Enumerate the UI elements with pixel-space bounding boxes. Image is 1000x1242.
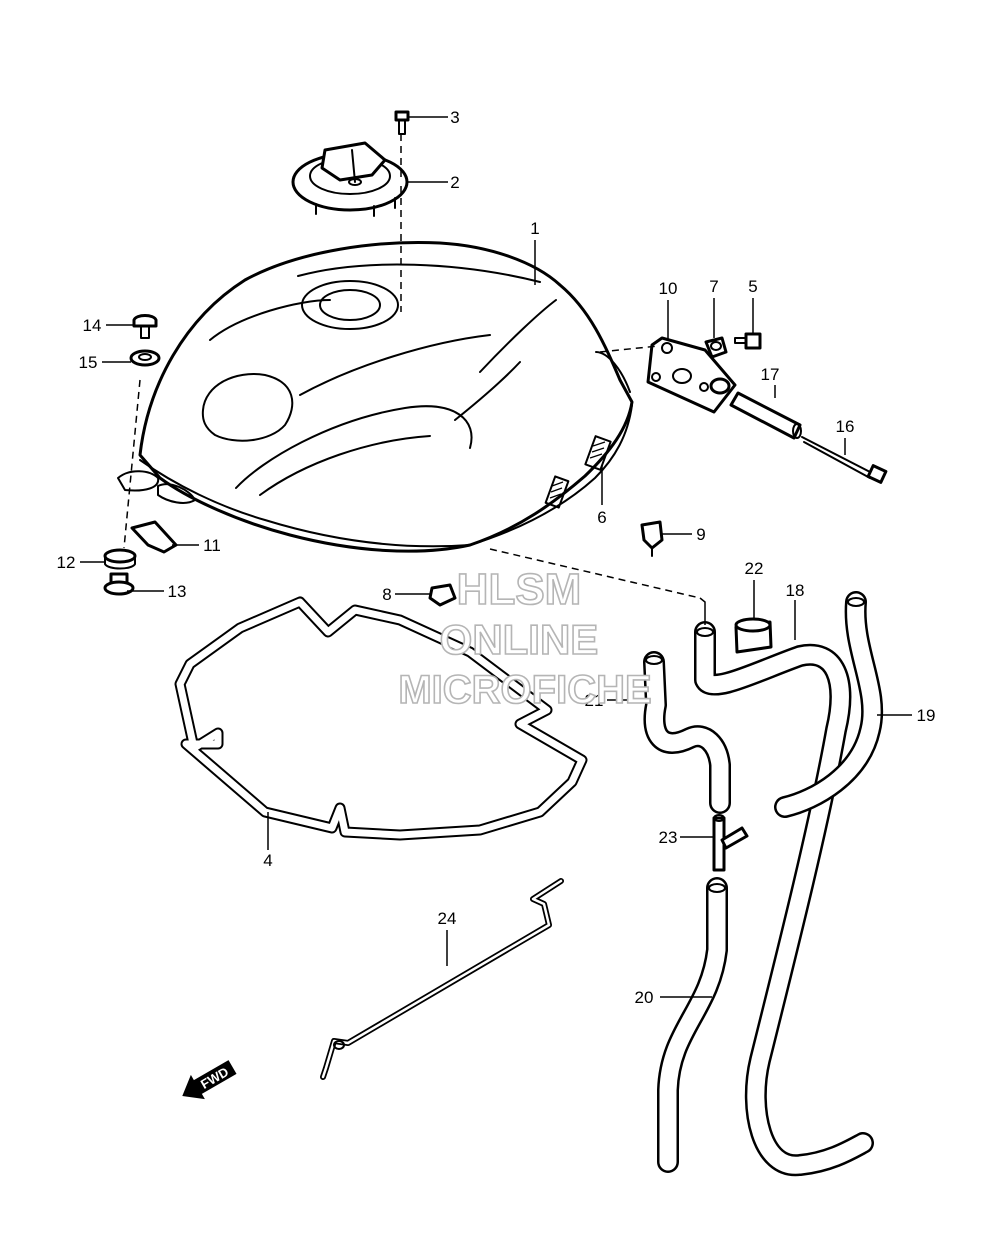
callout-20: 20 <box>635 988 654 1007</box>
cap-bolt <box>394 110 410 135</box>
callout-2: 2 <box>450 173 459 192</box>
hose-19 <box>774 591 884 818</box>
collar-13 <box>103 572 135 596</box>
callout-3: 3 <box>450 108 459 127</box>
bolt-14 <box>132 314 158 339</box>
rubber-cushion <box>704 336 728 359</box>
callout-9: 9 <box>696 525 705 544</box>
callout-6: 6 <box>597 508 606 527</box>
callout-7: 7 <box>709 277 718 296</box>
callout-19: 19 <box>917 706 936 725</box>
callout-13: 13 <box>168 582 187 601</box>
fuel-cap <box>291 141 409 217</box>
bracket-11 <box>130 520 178 554</box>
callout-23: 23 <box>659 828 678 847</box>
callout-5: 5 <box>748 277 757 296</box>
mounting-bracket <box>646 336 737 414</box>
collar <box>729 391 802 440</box>
fuel-tank <box>117 241 634 553</box>
watermark: HLSM ONLINE MICROFICHE <box>398 564 653 713</box>
hose-connect-line <box>699 597 706 625</box>
long-bolt <box>801 436 888 484</box>
cushion-12 <box>103 548 137 570</box>
leader-lines <box>80 116 912 998</box>
callout-4: 4 <box>263 851 272 870</box>
callout-8: 8 <box>382 585 391 604</box>
clamp-8 <box>428 583 457 607</box>
bolt-5 <box>734 332 762 350</box>
callout-1: 1 <box>530 219 539 238</box>
callout-14: 14 <box>83 316 102 335</box>
alignment-line-left <box>123 379 141 549</box>
callout-15: 15 <box>79 353 98 372</box>
callout-10: 10 <box>659 279 678 298</box>
watermark-line-2: ONLINE <box>440 616 599 663</box>
callout-17: 17 <box>761 365 780 384</box>
callout-12: 12 <box>57 553 76 572</box>
t-joint-23 <box>712 814 749 872</box>
callout-18: 18 <box>786 581 805 600</box>
callout-16: 16 <box>836 417 855 436</box>
callout-24: 24 <box>438 909 457 928</box>
watermark-line-1: HLSM <box>457 565 582 614</box>
hose-18 <box>694 621 874 1177</box>
hose-21 <box>643 651 731 814</box>
rod-24 <box>320 878 564 1080</box>
tank-gasket <box>174 596 588 841</box>
hose-20 <box>657 877 728 1173</box>
watermark-line-3: MICROFICHE <box>398 668 651 712</box>
callout-11: 11 <box>203 536 221 555</box>
callout-22: 22 <box>745 559 764 578</box>
washer-15 <box>129 349 161 367</box>
alignment-line-bracket <box>599 345 659 353</box>
sleeve-22 <box>734 617 773 654</box>
valve-9 <box>640 520 664 557</box>
callout-21: 21 <box>585 691 604 710</box>
fwd-arrow-icon: FWD <box>182 1060 237 1100</box>
